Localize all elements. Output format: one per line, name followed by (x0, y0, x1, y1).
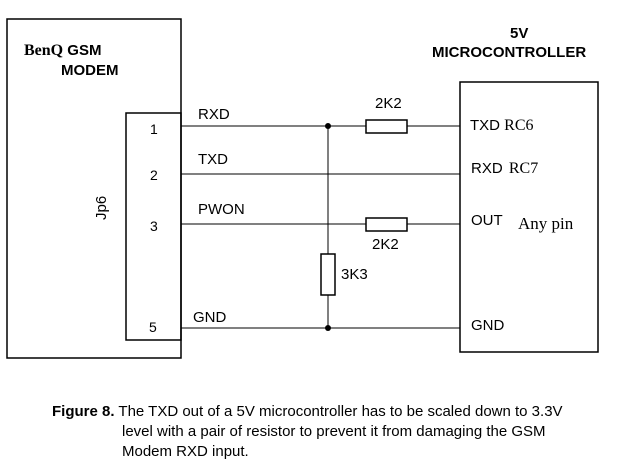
connector-jp6 (125, 112, 182, 341)
pin-number-5: 5 (149, 319, 157, 335)
resistor-3k3 (320, 253, 336, 296)
resistor-label-top: 2K2 (375, 95, 402, 112)
signal-label-txd: TXD (198, 151, 228, 168)
caption-figure-label: Figure 8. (52, 403, 115, 420)
figure-caption: Figure 8. The TXD out of a 5V microcontr… (52, 402, 612, 462)
mcu-port-rxd: RXD RC7 (471, 161, 538, 177)
mcu-port-txd: TXD RC6 (470, 118, 534, 134)
caption-line-1: Figure 8. The TXD out of a 5V microcontr… (52, 402, 612, 422)
caption-text-1: The TXD out of a 5V microcontroller has … (114, 403, 563, 420)
mcu-port-gnd: GND (471, 317, 505, 334)
modem-brand: BenQ (24, 42, 64, 59)
mcu-port-txd-name: TXD (470, 117, 500, 134)
resistor-2k2-bottom (365, 217, 408, 232)
mcu-title: MICROCONTROLLER (432, 44, 587, 61)
signal-label-rxd: RXD (198, 106, 230, 123)
mcu-port-txd-pin: RC6 (504, 117, 534, 134)
junction-dot-bottom (325, 325, 331, 331)
caption-line-3: Modem RXD input. (122, 443, 249, 460)
connector-label: Jp6 (93, 195, 110, 220)
resistor-label-3k3: 3K3 (341, 266, 368, 283)
mcu-port-rxd-pin: RC7 (508, 160, 539, 177)
mcu-title-voltage: 5V (510, 25, 529, 42)
mcu-port-out-pin: Any pin (518, 214, 574, 233)
mcu-box (459, 81, 599, 353)
junction-dot-top (325, 123, 331, 129)
modem-title-rest: GSM (63, 42, 102, 59)
resistor-2k2-top (365, 119, 408, 134)
modem-title: BenQ GSM (24, 43, 101, 59)
mcu-port-out: OUT (471, 212, 503, 229)
signal-label-pwon: PWON (198, 201, 245, 218)
resistor-label-bottom: 2K2 (372, 236, 399, 253)
caption-line-2: level with a pair of resistor to prevent… (122, 423, 546, 440)
modem-subtitle: MODEM (61, 62, 119, 79)
pin-number-3: 3 (150, 218, 158, 234)
pin-number-1: 1 (150, 121, 158, 137)
pin-number-2: 2 (150, 167, 158, 183)
mcu-port-rxd-name: RXD (471, 160, 503, 177)
signal-label-gnd: GND (193, 309, 227, 326)
